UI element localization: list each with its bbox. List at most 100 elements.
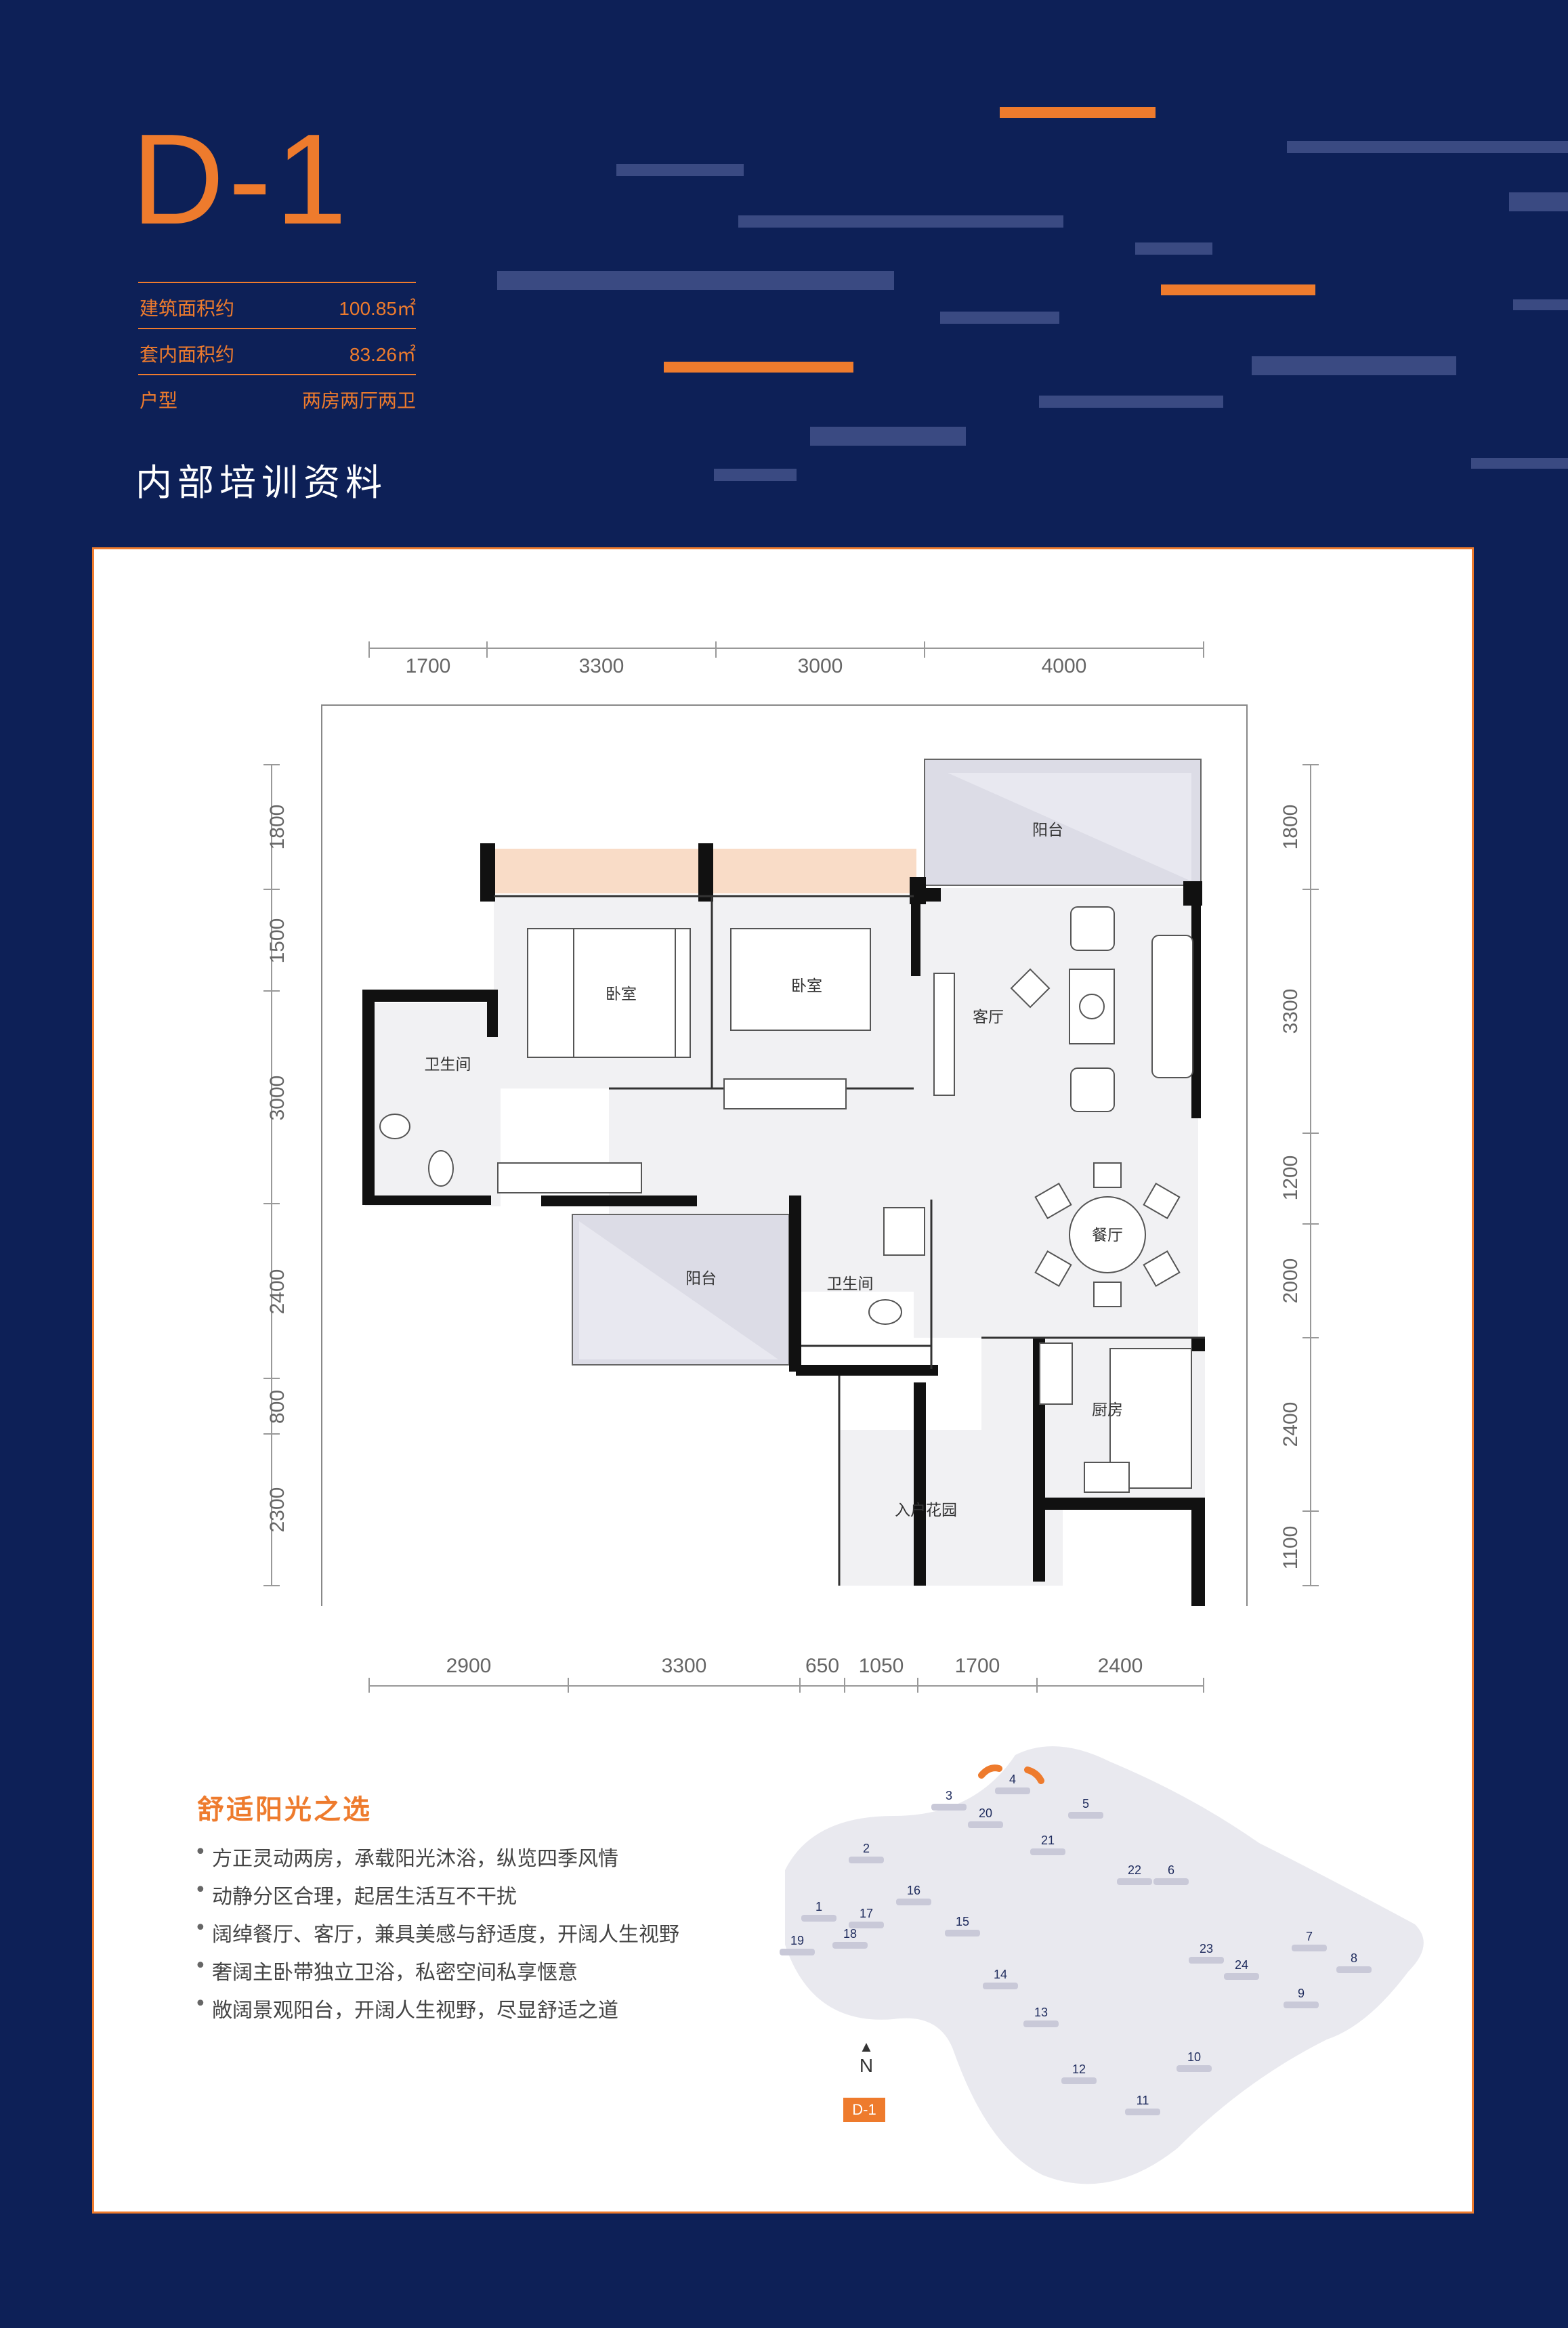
deco-dash: [810, 427, 966, 446]
armchair-top: [1070, 906, 1115, 951]
dim-label: 1100: [1279, 1526, 1302, 1570]
unit-code-title: D-1: [131, 108, 352, 251]
site-map-outline: [785, 1746, 1424, 2184]
building-block: [995, 1787, 1030, 1794]
feature-item: •方正灵动两房，承载阳光沐浴，纵览四季风情: [194, 1840, 618, 1871]
dim-label: 3000: [266, 1076, 289, 1121]
room-label-kitchen: 厨房: [1092, 1401, 1123, 1419]
building-number: 14: [994, 1968, 1007, 1981]
bay-window-master: [494, 849, 700, 893]
building-block: [1189, 1957, 1224, 1964]
room-label-living: 客厅: [973, 1009, 1004, 1026]
deco-dash: [1471, 458, 1568, 469]
building-block: [1061, 2077, 1097, 2084]
dining-table: [1069, 1196, 1146, 1273]
building-block: [832, 1942, 868, 1949]
building-block: [849, 1857, 884, 1863]
deco-dash: [714, 469, 797, 481]
deco-dash: [616, 164, 744, 176]
north-label: N: [859, 2055, 874, 2076]
building-number: 4: [1009, 1773, 1016, 1786]
building-number: 5: [1082, 1797, 1089, 1811]
deco-dash: [1513, 299, 1568, 310]
balcony-top-shade: [948, 773, 1191, 881]
room-label-bathroom-center: 卫生间: [827, 1275, 874, 1293]
building-number: 17: [860, 1907, 873, 1920]
deco-dash: [940, 312, 1059, 324]
balcony-bottom-shade: [579, 1221, 778, 1359]
dim-label: 1050: [859, 1655, 904, 1677]
dim-label: 800: [266, 1390, 289, 1424]
building-number: 7: [1306, 1930, 1313, 1943]
sofa: [1151, 935, 1193, 1078]
deco-dash: [664, 362, 853, 373]
floor-plan-card: 1700 3300 3000 4000 1800 1500 3000: [92, 547, 1474, 2214]
building-number: 19: [790, 1934, 804, 1947]
spec-row-layout: 户型 两房两厅两卫: [138, 374, 416, 420]
features-list: •方正灵动两房，承载阳光沐浴，纵览四季风情 •动静分区合理，起居生活互不干扰 •…: [194, 1840, 679, 2031]
deco-dash: [738, 215, 1063, 228]
living-rug-diamond: [1010, 968, 1051, 1009]
dim-label: 1700: [955, 1655, 1000, 1677]
kitchen-stove: [1084, 1462, 1130, 1493]
dim-label: 2400: [1098, 1655, 1143, 1677]
bed-master: [527, 928, 691, 1058]
spec-value: 两房两厅两卫: [301, 390, 416, 411]
building-block: [1224, 1973, 1259, 1980]
dim-label: 4000: [1042, 655, 1087, 677]
building-number: 18: [843, 1927, 857, 1941]
toilet-center: [868, 1299, 902, 1325]
room-label-master-bedroom: 卧室: [606, 986, 637, 1003]
spec-label: 套内面积约: [140, 344, 235, 365]
dim-top: [368, 641, 1204, 658]
wardrobe-master: [497, 1162, 642, 1193]
building-block: [1030, 1848, 1065, 1855]
dim-label: 650: [805, 1655, 839, 1677]
room-label-balcony-top: 阳台: [1032, 822, 1063, 839]
dim-label: 1500: [266, 918, 289, 964]
north-indicator: ▲ N: [853, 2039, 880, 2077]
dim-label: 1200: [1279, 1156, 1302, 1201]
dim-label: 2400: [1279, 1402, 1302, 1447]
building-number: 1: [815, 1900, 822, 1913]
deco-dash: [1252, 356, 1456, 375]
dim-label: 2300: [266, 1487, 289, 1533]
dim-label: 3300: [579, 655, 624, 677]
building-number: 22: [1128, 1863, 1141, 1877]
building-block: [1177, 2065, 1212, 2072]
dim-label: 1800: [266, 805, 289, 850]
dim-label: 3300: [1279, 989, 1302, 1034]
building-number: 8: [1351, 1951, 1357, 1965]
building-number: 15: [956, 1915, 969, 1928]
building-number: 13: [1034, 2006, 1048, 2019]
dim-label: 2000: [1279, 1258, 1302, 1304]
basin-left: [379, 1114, 410, 1139]
tv-cabinet: [933, 973, 955, 1096]
building-block: [1068, 1812, 1103, 1819]
bed-master-pillow: [573, 928, 676, 1058]
room-label-entry-garden: 入户花园: [895, 1502, 957, 1519]
training-material-label: 内部培训资料: [135, 463, 387, 503]
building-block: [801, 1915, 836, 1922]
building-number: 16: [907, 1884, 920, 1897]
dim-right: [1302, 764, 1319, 1586]
plot-outline: [321, 704, 1248, 1606]
dim-label: 3000: [798, 655, 843, 677]
building-number: 10: [1187, 2050, 1201, 2064]
building-number: 6: [1168, 1863, 1174, 1877]
building-block: [1153, 1878, 1189, 1885]
feature-item: •动静分区合理，起居生活互不干扰: [194, 1878, 517, 1909]
dim-label: 2400: [266, 1269, 289, 1315]
spec-table: 建筑面积约 100.85㎡ 套内面积约 83.26㎡ 户型 两房两厅两卫: [138, 282, 416, 420]
room-label-bathroom-left: 卫生间: [425, 1056, 471, 1074]
building-block: [931, 1804, 967, 1811]
spec-label: 建筑面积约: [140, 298, 235, 319]
bay-window-second: [713, 849, 916, 893]
building-number: 9: [1298, 1987, 1305, 2000]
building-number: 21: [1041, 1834, 1055, 1847]
north-arrow-icon: ▲: [859, 2038, 874, 2055]
building-block: [983, 1983, 1018, 1989]
dim-left: [263, 764, 280, 1586]
coffee-table-ornament: [1079, 994, 1105, 1019]
